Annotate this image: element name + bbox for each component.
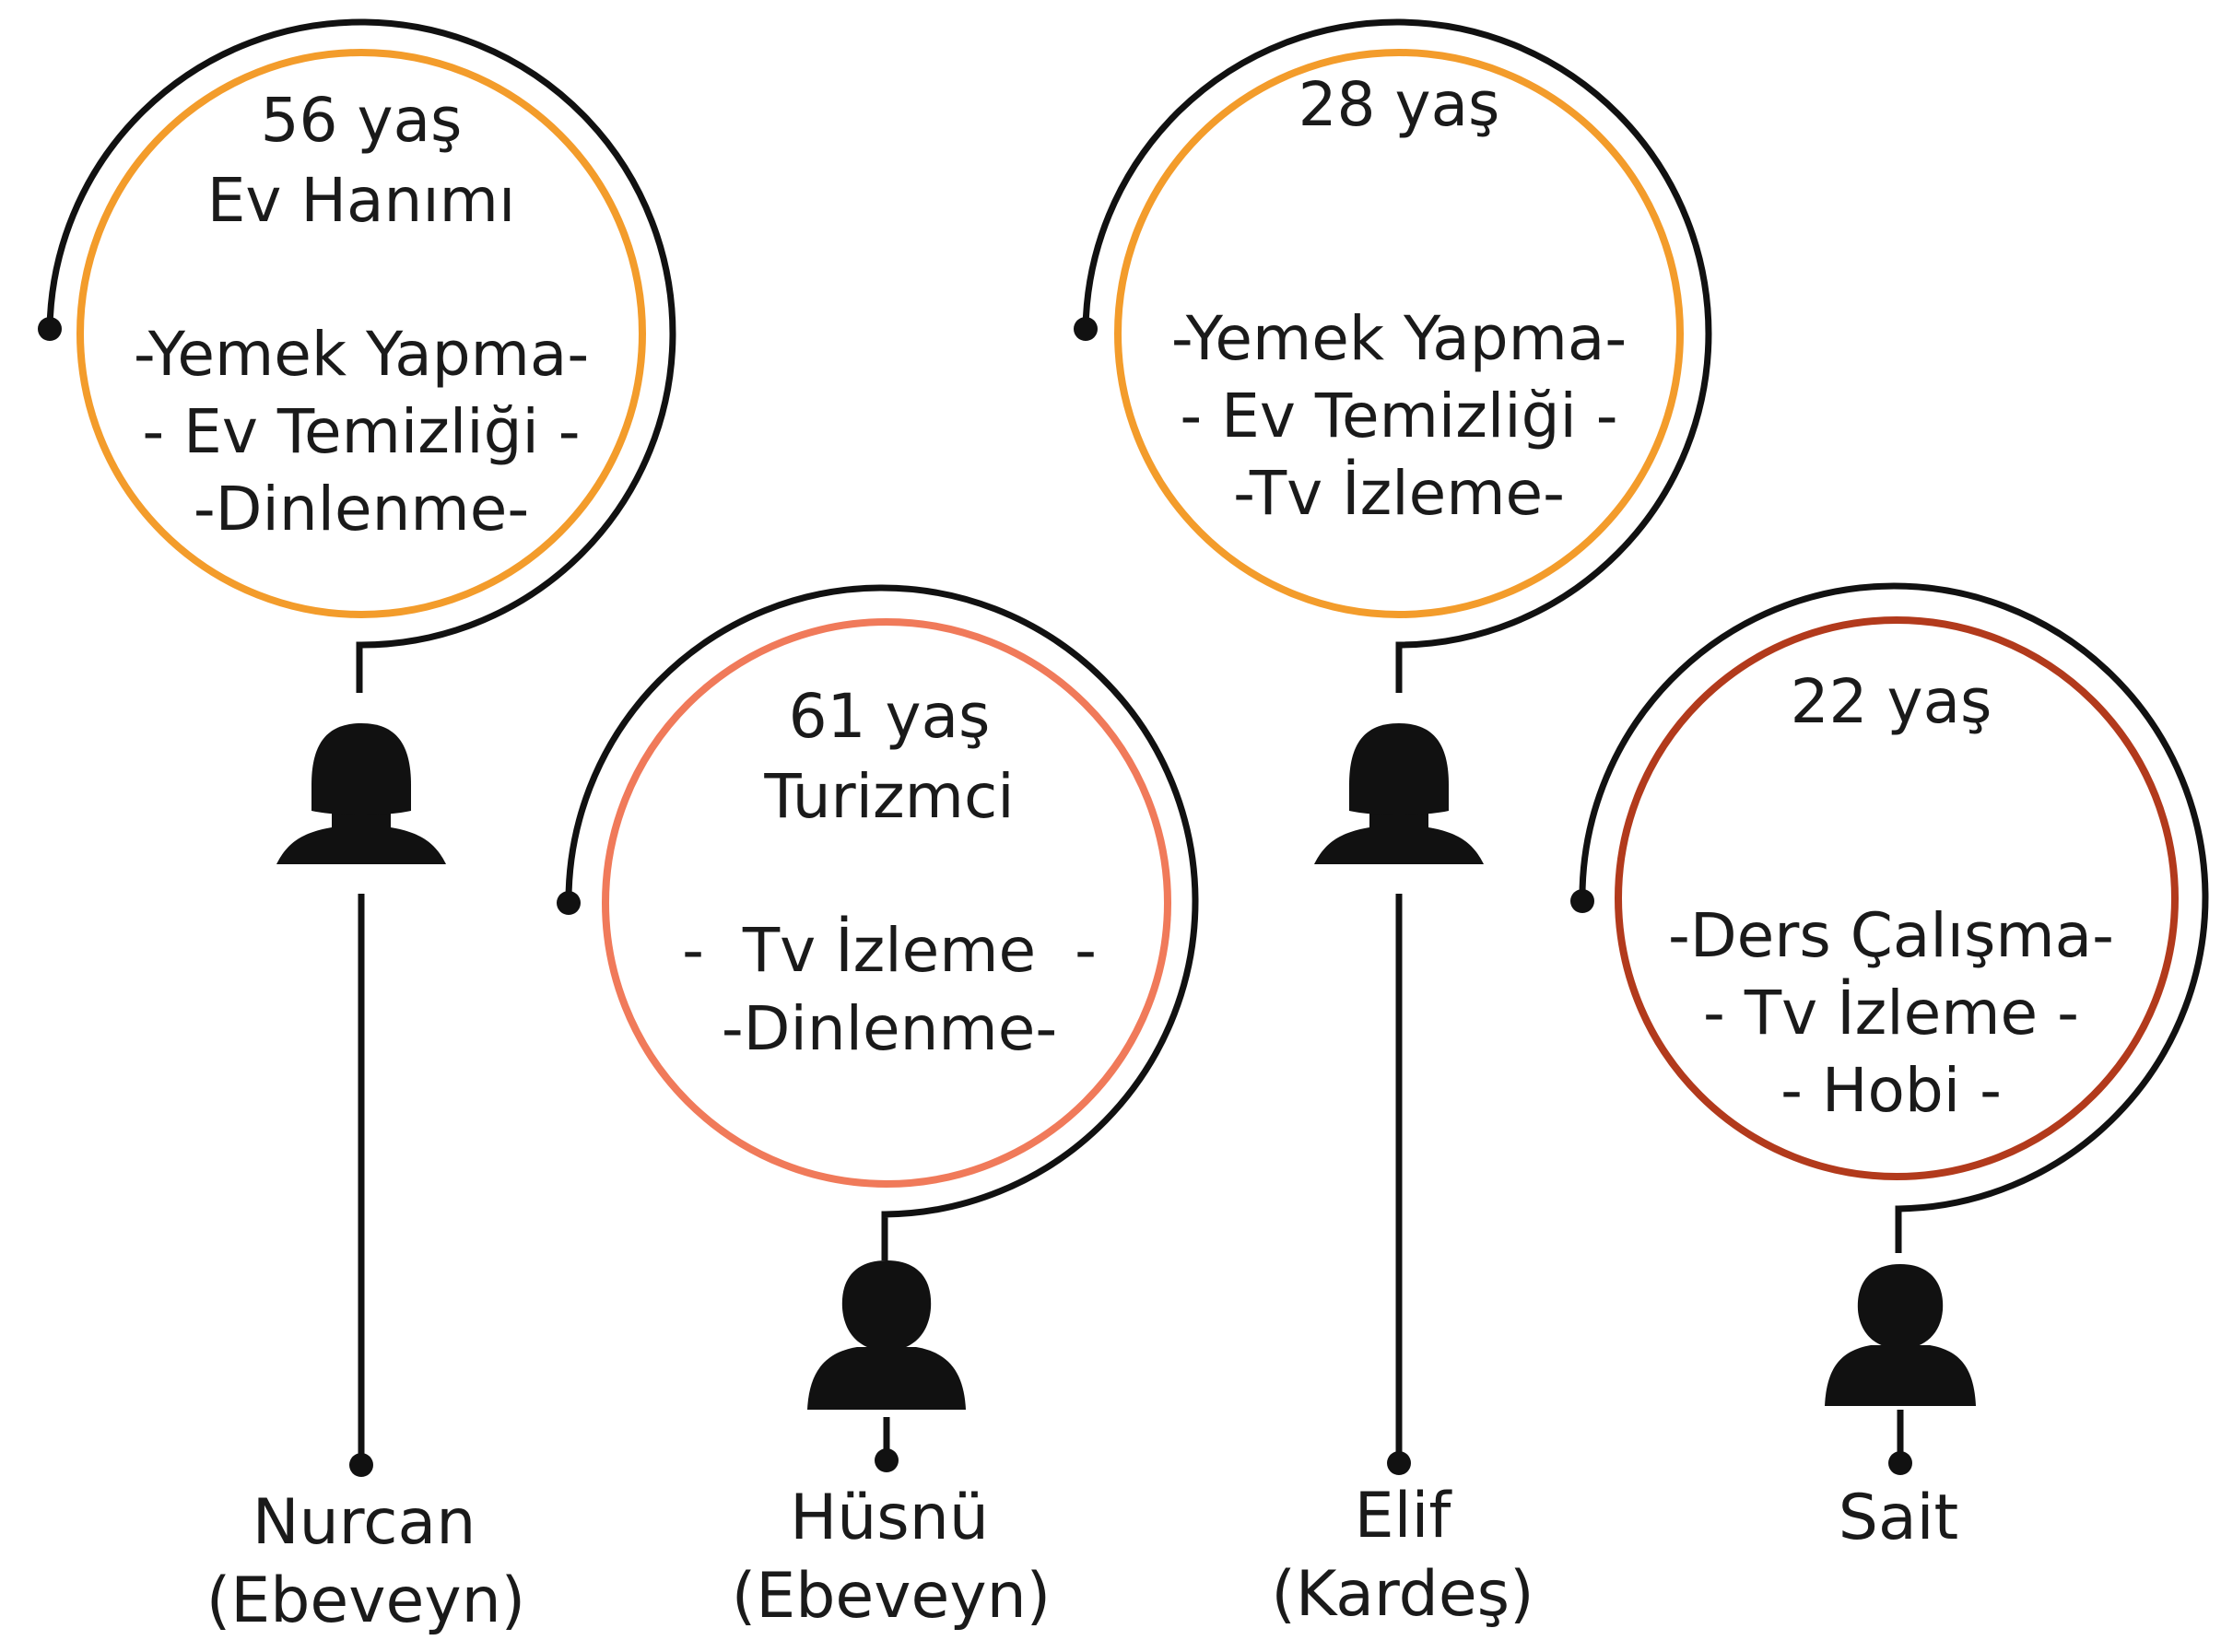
persona-sait: 22 yaş -Ders Çalışma- - Tv İzleme - - Ho… — [1570, 582, 2209, 1554]
activity-text: -Dinlenme- — [722, 993, 1057, 1064]
timeline-dot — [875, 1448, 899, 1472]
connector-arc — [565, 584, 1199, 1260]
age-text: 61 yaş — [789, 681, 991, 752]
female-user-icon — [276, 723, 446, 864]
person-name: Elif — [1355, 1480, 1453, 1552]
activity-text: - Ev Temizliği - — [142, 396, 580, 467]
activity-text: -Tv İzleme- — [1233, 458, 1565, 529]
info-ring — [1114, 49, 1684, 618]
activity-text: - Hobi - — [1780, 1055, 2002, 1126]
info-ring — [1615, 616, 2179, 1180]
activity-text: -Dinlenme- — [194, 474, 529, 545]
timeline-dot — [1387, 1451, 1411, 1475]
activity-text: - Tv İzleme - — [682, 915, 1097, 986]
connector-dot — [1074, 317, 1098, 341]
timeline-dot — [1888, 1451, 1912, 1475]
activity-text: -Ders Çalışma- — [1668, 900, 2114, 971]
person-role: (Ebeveyn) — [206, 1564, 525, 1637]
male-user-icon — [1825, 1264, 1976, 1406]
male-user-icon — [807, 1260, 966, 1410]
age-text: 28 yaş — [1299, 69, 1500, 140]
age-text: 22 yaş — [1791, 666, 1992, 737]
person-name: Sait — [1839, 1482, 1958, 1554]
persona-husnu: 61 yaş Turizmci - Tv İzleme - -Dinlenme-… — [557, 584, 1199, 1633]
activity-text: -Yemek Yapma- — [134, 319, 589, 390]
female-user-icon — [1314, 723, 1484, 864]
connector-arc — [1082, 18, 1712, 693]
persona-elif: 28 yaş -Yemek Yapma- - Ev Temizliği - -T… — [1074, 18, 1712, 1631]
age-text: 56 yaş — [261, 85, 463, 156]
occupation-text: Turizmci — [763, 761, 1014, 832]
connector-dot — [1570, 889, 1594, 913]
activity-text: - Ev Temizliği - — [1180, 381, 1617, 451]
occupation-text: Ev Hanımı — [207, 165, 516, 236]
person-name: Hüsnü — [790, 1482, 989, 1554]
connector-dot — [557, 891, 581, 915]
info-ring — [76, 49, 646, 618]
info-ring — [602, 618, 1171, 1188]
person-role: (Ebeveyn) — [732, 1560, 1051, 1633]
persona-nurcan: 56 yaş Ev Hanımı -Yemek Yapma- - Ev Temi… — [38, 18, 676, 1637]
activity-text: - Tv İzleme - — [1703, 978, 2079, 1049]
connector-arc — [1579, 582, 2209, 1253]
person-name: Nurcan — [253, 1486, 476, 1559]
activity-text: -Yemek Yapma- — [1171, 303, 1627, 374]
connector-dot — [38, 317, 62, 341]
person-role: (Kardeş) — [1271, 1558, 1534, 1631]
connector-arc — [46, 18, 676, 693]
timeline-dot — [349, 1453, 373, 1477]
